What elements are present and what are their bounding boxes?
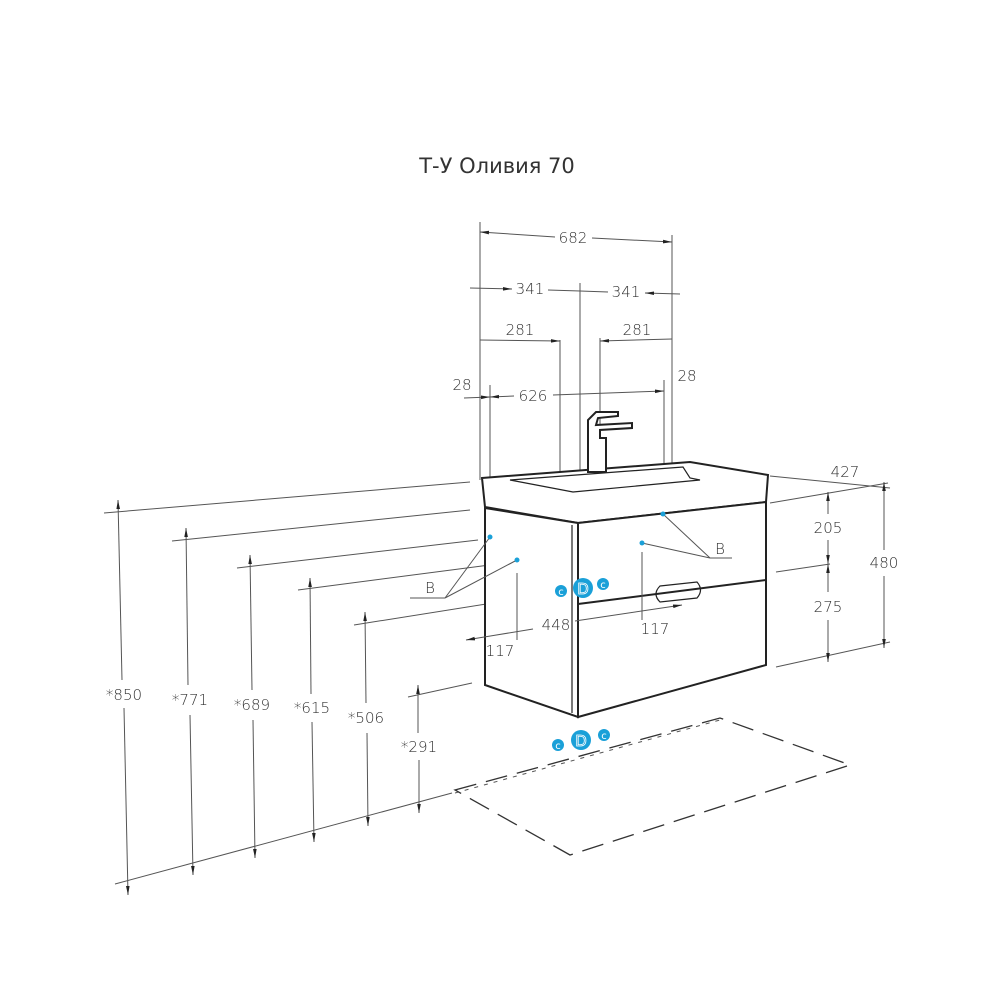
mount-point bbox=[487, 534, 493, 540]
height-extension-lines bbox=[103, 481, 721, 885]
label-b-right: B bbox=[715, 540, 725, 558]
dim-448: 448 bbox=[542, 616, 571, 634]
dim-281-right: 281 bbox=[623, 321, 652, 339]
dim-615: *615 bbox=[294, 699, 330, 717]
dim-28-right: 28 bbox=[677, 367, 696, 385]
dim-117-right: 117 bbox=[641, 620, 670, 638]
dim-341-left: 341 bbox=[516, 280, 545, 298]
label-c: c bbox=[600, 580, 606, 591]
dim-427: 427 bbox=[831, 463, 860, 481]
b-leaders bbox=[410, 513, 732, 599]
inner-dimension-lines bbox=[465, 552, 683, 641]
dim-117-left: 117 bbox=[486, 642, 515, 660]
dim-682: 682 bbox=[559, 229, 588, 247]
dim-626: 626 bbox=[519, 387, 548, 405]
height-dimension-lines bbox=[116, 499, 421, 896]
right-dimension-lines bbox=[769, 475, 891, 668]
mount-point bbox=[660, 511, 666, 517]
dim-850: *850 bbox=[106, 686, 142, 704]
connections-lower: c D c bbox=[552, 729, 610, 752]
label-d: D bbox=[577, 580, 589, 598]
dim-275: 275 bbox=[814, 598, 843, 616]
top-dimension-lines bbox=[463, 230, 681, 400]
dim-506: *506 bbox=[348, 709, 384, 727]
dim-281-left: 281 bbox=[506, 321, 535, 339]
connections-upper: c D c bbox=[555, 578, 609, 598]
dim-689: *689 bbox=[234, 696, 270, 714]
dim-205: 205 bbox=[814, 519, 843, 537]
drawing-title: Т-У Оливия 70 bbox=[418, 154, 575, 178]
floor-outline bbox=[453, 717, 853, 856]
label-d: D bbox=[575, 732, 587, 750]
label-c: c bbox=[558, 587, 564, 598]
label-b-left: B bbox=[425, 579, 435, 597]
dim-771: *771 bbox=[172, 691, 208, 709]
mount-point bbox=[639, 540, 645, 546]
faucet-icon bbox=[587, 411, 633, 473]
mount-point bbox=[514, 557, 520, 563]
label-c: c bbox=[601, 731, 607, 742]
drawer-handle bbox=[655, 581, 702, 603]
dim-291: *291 bbox=[401, 738, 437, 756]
dim-28-left: 28 bbox=[452, 376, 471, 394]
dim-341-right: 341 bbox=[612, 283, 641, 301]
dim-480: 480 bbox=[870, 554, 899, 572]
vanity-cabinet bbox=[484, 500, 767, 719]
label-c: c bbox=[555, 741, 561, 752]
